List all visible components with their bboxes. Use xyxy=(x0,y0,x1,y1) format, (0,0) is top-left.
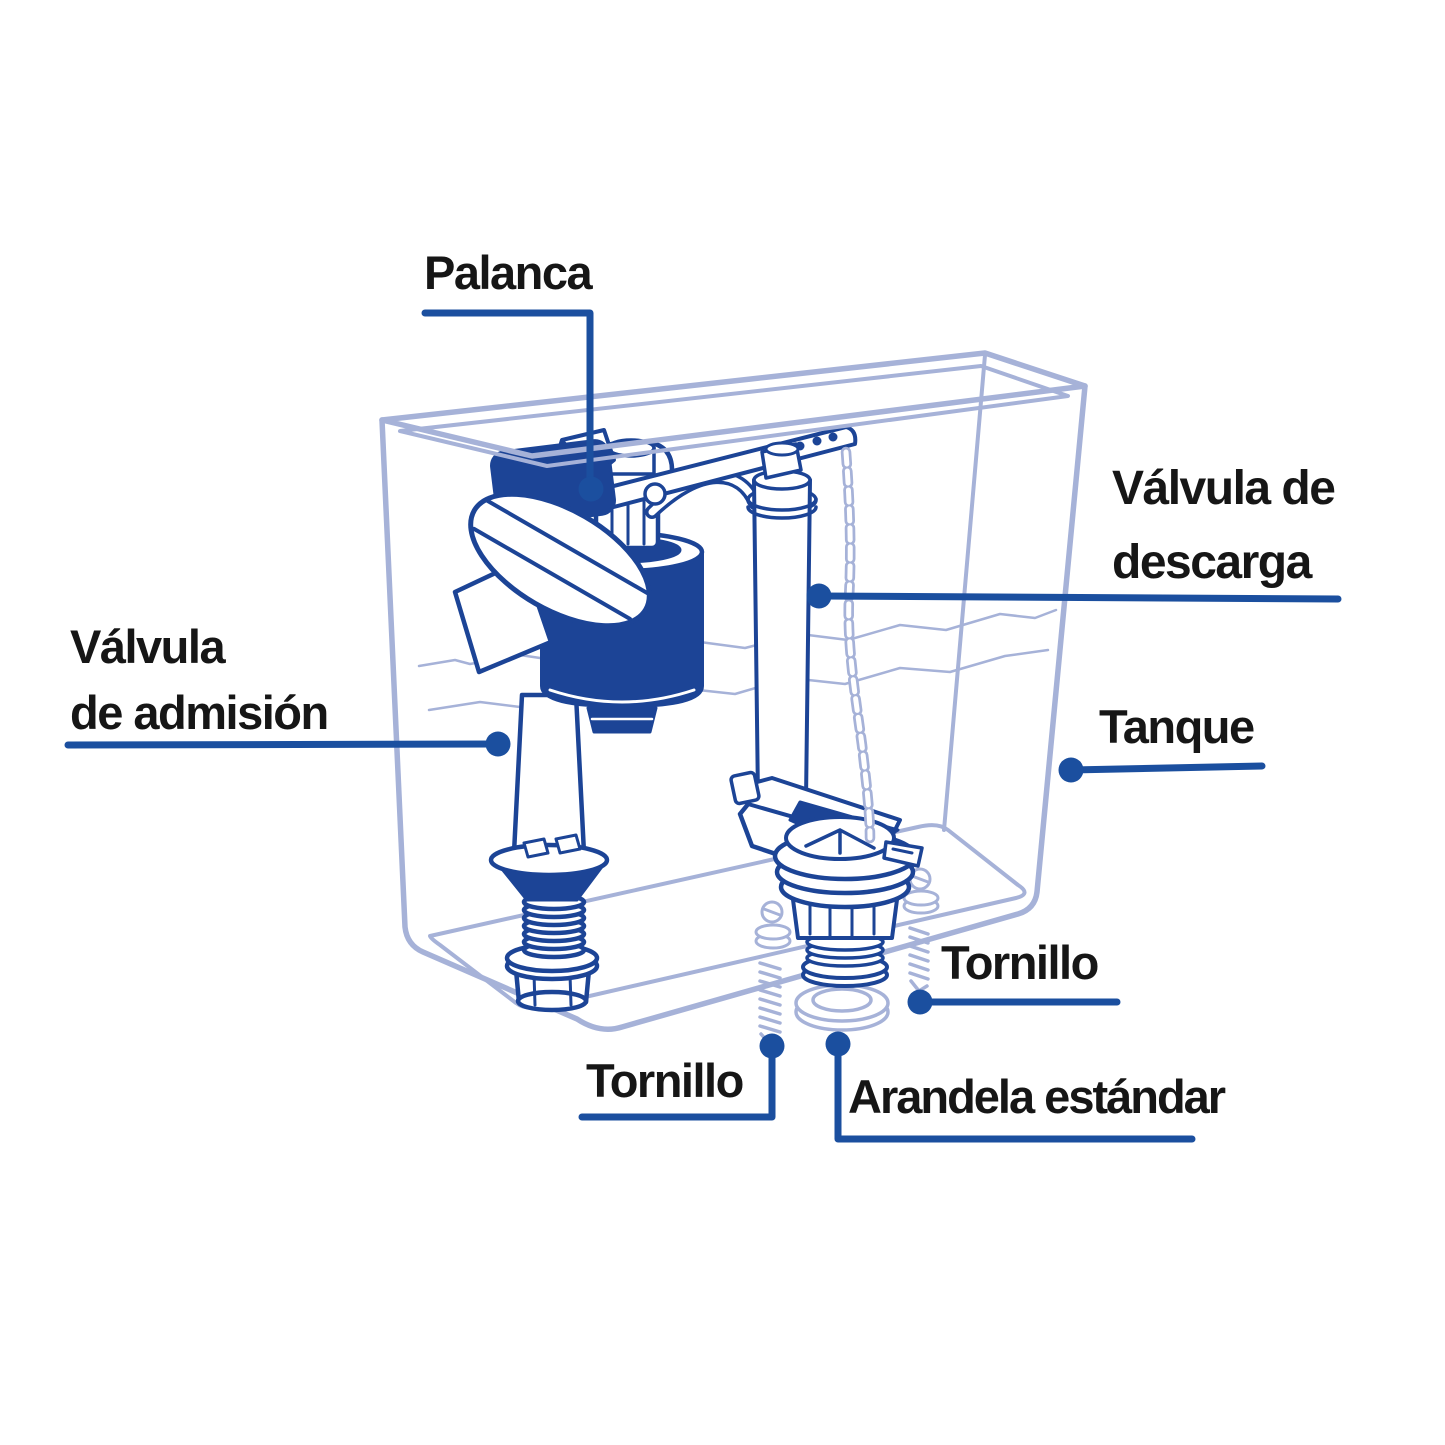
tank-bolt-cap-left xyxy=(754,900,792,950)
label-arandela-estandar: Arandela estándar xyxy=(848,1070,1226,1123)
tank-rim xyxy=(379,350,1088,468)
leader-lines xyxy=(64,309,1342,1143)
label-tornillo-bottom: Tornillo xyxy=(586,1054,744,1107)
chain xyxy=(840,446,876,844)
leader-tornillo-right xyxy=(907,989,1121,1015)
label-valvula-admision-line2: de admisión xyxy=(70,686,329,739)
label-valvula-descarga-line1: Válvula de xyxy=(1112,462,1336,515)
flush-valve xyxy=(729,441,924,988)
leader-valvula-descarga xyxy=(806,583,1342,609)
leader-arandela xyxy=(825,1031,1196,1143)
label-valvula-admision-line1: Válvula xyxy=(70,620,226,673)
leader-valvula-admision xyxy=(64,731,511,757)
leader-palanca xyxy=(421,309,604,502)
label-tanque: Tanque xyxy=(1099,700,1255,753)
label-tornillo-right: Tornillo xyxy=(941,936,1099,989)
label-valvula-descarga: Válvula de descarga xyxy=(1112,452,1336,600)
label-valvula-descarga-line2: descarga xyxy=(1112,536,1312,589)
screw-right xyxy=(908,926,930,993)
label-valvula-admision: Válvula de admisión xyxy=(70,614,329,746)
leader-tanque xyxy=(1058,757,1266,783)
label-palanca: Palanca xyxy=(424,246,593,299)
tank-body-outline xyxy=(379,353,1088,1032)
leader-tornillo-bottom xyxy=(578,1033,785,1121)
screw-left xyxy=(758,961,782,1046)
standard-washer xyxy=(794,983,890,1032)
